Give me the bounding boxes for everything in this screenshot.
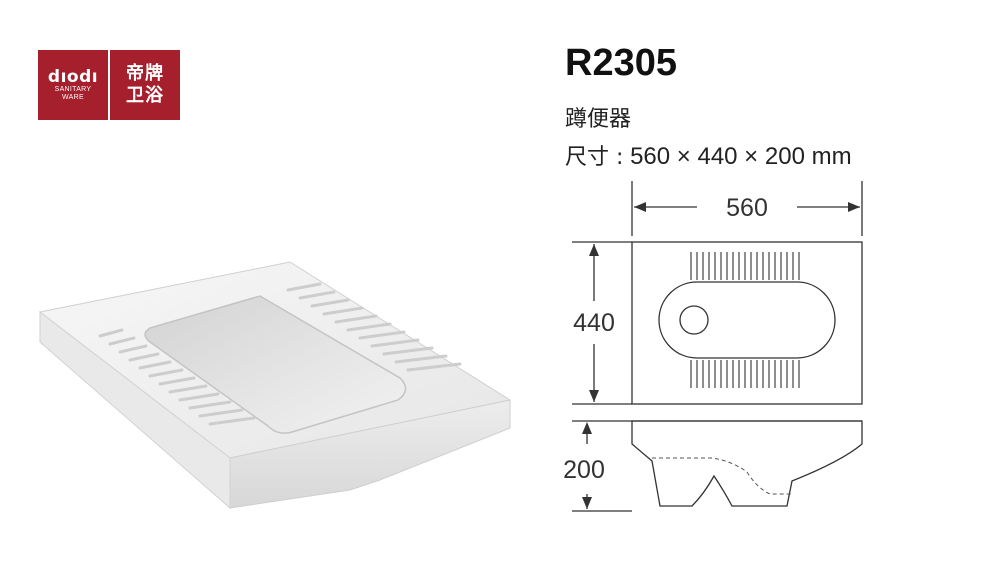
bowl	[144, 295, 407, 434]
logo-sub-line1: SANITARY	[54, 86, 92, 93]
technical-drawing: 560 440 200	[563, 181, 863, 512]
logo-divider	[108, 50, 110, 120]
depth-label: 440	[573, 309, 615, 337]
size-value: 560 × 440 × 200 mm	[630, 143, 852, 170]
squat-toilet-photo	[38, 261, 512, 510]
logo-cn-line1: 帝牌	[126, 63, 164, 84]
left-side	[39, 310, 231, 510]
drain-hole	[679, 305, 709, 335]
bowl-outline	[658, 281, 836, 359]
depth-arrow-top	[589, 244, 599, 256]
logo-sub-line2: WARE	[62, 94, 84, 101]
logo-right-panel: 帝牌 卫浴	[110, 50, 180, 120]
plan-outline	[631, 241, 863, 405]
logo-brand-text: dıodı	[47, 67, 99, 87]
plan-grooves	[690, 252, 800, 388]
depth-arrow-bottom	[589, 390, 599, 402]
dimensions-line: 尺寸 : 560 × 440 × 200 mm	[565, 139, 852, 171]
product-type: 蹲便器	[565, 107, 632, 132]
width-arrow-right	[848, 202, 860, 212]
logo-cn-line2: 卫浴	[126, 85, 164, 106]
brand-logo: dıodı SANITARY WARE 帝牌 卫浴	[38, 50, 180, 120]
model-number: R2305	[565, 42, 677, 84]
height-label: 200	[563, 456, 605, 484]
right-grooves	[286, 282, 462, 372]
width-label: 560	[726, 194, 768, 222]
side-profile	[631, 420, 863, 507]
size-label: 尺寸 :	[565, 145, 624, 170]
left-grooves	[98, 328, 256, 426]
height-arrow-top	[582, 422, 592, 434]
height-arrow-bottom	[582, 497, 592, 509]
width-arrow-left	[634, 202, 646, 212]
logo-left-panel: dıodı SANITARY WARE	[38, 50, 108, 120]
